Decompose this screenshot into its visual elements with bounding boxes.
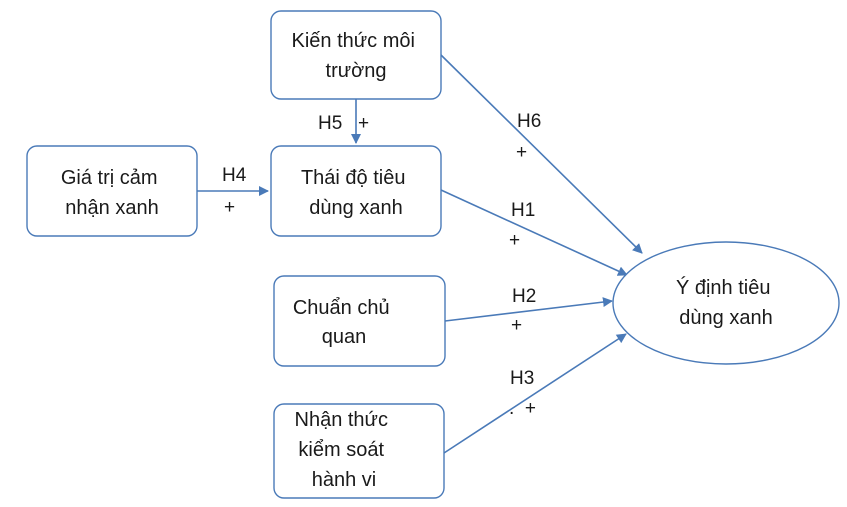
node-label: Ý định tiêu dùng xanh — [676, 276, 776, 329]
node-ellipse — [612, 241, 840, 365]
edge-h3: H3 . + — [443, 333, 627, 454]
node-subjective-norm: Chuẩn chủ quan — [273, 275, 446, 367]
node-label-line: kiểm soát — [298, 439, 384, 461]
edge-label-h3: H3 — [510, 368, 534, 389]
edge-h5: H5 + — [318, 99, 369, 144]
edge-sign-h2: + — [511, 315, 522, 336]
edge-sign-h3: . + — [509, 398, 536, 419]
node-label-line: trường — [326, 60, 387, 82]
node-box — [273, 275, 446, 367]
node-label-line: Nhận thức — [295, 409, 388, 431]
node-label-line: nhận xanh — [65, 197, 158, 219]
node-label-line: Thái độ tiêu — [301, 167, 406, 189]
node-label-line: quan — [322, 326, 367, 348]
edge-h1: H1 + — [440, 189, 628, 276]
node-box — [270, 10, 442, 100]
edge-sign-h6: + — [516, 142, 527, 163]
edge-label-h5: H5 — [318, 113, 342, 134]
edge-label-h2: H2 — [512, 286, 536, 307]
node-label-line: Giá trị cảm — [61, 167, 158, 189]
edge-label-h1: H1 — [511, 200, 535, 221]
edge-sign-h4: + — [224, 197, 235, 218]
node-label-line: dùng xanh — [679, 307, 772, 329]
node-environmental-knowledge: Kiến thức môi trường — [270, 10, 442, 100]
arrow-h2 — [444, 297, 613, 322]
node-label-line: Chuẩn chủ — [293, 297, 390, 319]
node-box — [270, 145, 442, 237]
edge-h2: H2 + — [444, 286, 613, 336]
node-green-consumption-attitude: Thái độ tiêu dùng xanh — [270, 145, 442, 237]
node-label: Giá trị cảm nhận xanh — [61, 167, 163, 219]
edge-h6: H6 + — [440, 54, 643, 254]
node-label: Thái độ tiêu dùng xanh — [301, 167, 411, 219]
edge-label-h4: H4 — [222, 165, 247, 186]
node-label: Nhận thức kiểm soát hành vi — [295, 409, 394, 491]
edge-label-h6: H6 — [517, 111, 541, 132]
edge-sign-h5: + — [358, 113, 369, 134]
arrow-h6 — [440, 54, 643, 254]
node-label-line: Ý định tiêu — [676, 276, 771, 299]
edge-h4: H4 + — [197, 165, 269, 218]
node-perceived-green-value: Giá trị cảm nhận xanh — [26, 145, 198, 237]
node-label: Kiến thức môi trường — [292, 30, 421, 82]
node-label: Chuẩn chủ quan — [293, 297, 395, 348]
edge-sign-h1: + — [509, 230, 520, 251]
arrow-h3 — [443, 333, 627, 454]
node-green-consumption-intention: Ý định tiêu dùng xanh — [612, 241, 840, 365]
node-label-line: dùng xanh — [309, 197, 402, 219]
arrow-h1 — [440, 189, 628, 276]
node-box — [26, 145, 198, 237]
node-label-line: Kiến thức môi — [292, 30, 415, 52]
node-box — [273, 403, 445, 499]
node-label-line: hành vi — [312, 469, 377, 491]
node-perceived-behavioral-control: Nhận thức kiểm soát hành vi — [273, 403, 445, 499]
